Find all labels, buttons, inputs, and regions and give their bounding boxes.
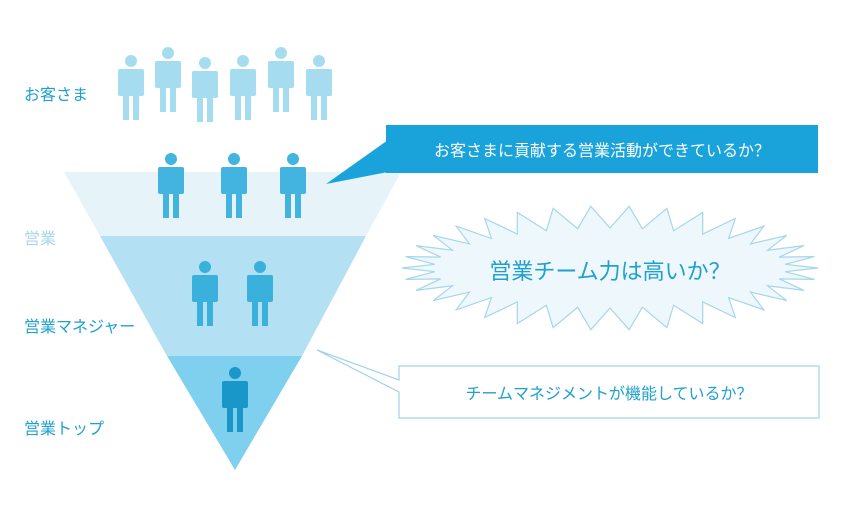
customer-person-icon bbox=[155, 47, 181, 112]
callout-team-power: 営業チーム力は高いか？ bbox=[489, 260, 731, 285]
callout-tail bbox=[326, 140, 388, 184]
funnel-layer-manager bbox=[100, 236, 366, 356]
label-customers: お客さま bbox=[24, 85, 89, 104]
customer-person-icon bbox=[118, 55, 144, 120]
customer-person-icon bbox=[306, 55, 332, 120]
funnel-layer-top bbox=[167, 356, 302, 470]
label-sales: 営業 bbox=[24, 229, 57, 248]
callout-contribution: お客さまに貢献する営業活動ができているか？ bbox=[386, 125, 818, 173]
label-sales-top: 営業トップ bbox=[24, 419, 105, 438]
customer-person-icon bbox=[230, 55, 256, 120]
callout-team-management: チームマネジメントが機能しているか？ bbox=[465, 384, 753, 403]
customer-person-icon bbox=[268, 47, 294, 112]
burst-shape bbox=[401, 205, 819, 331]
funnel-layer-sales bbox=[64, 172, 401, 236]
label-sales-manager: 営業マネジャー bbox=[24, 317, 136, 336]
callout-box-outline bbox=[316, 349, 820, 419]
customer-person-icon bbox=[192, 57, 218, 122]
